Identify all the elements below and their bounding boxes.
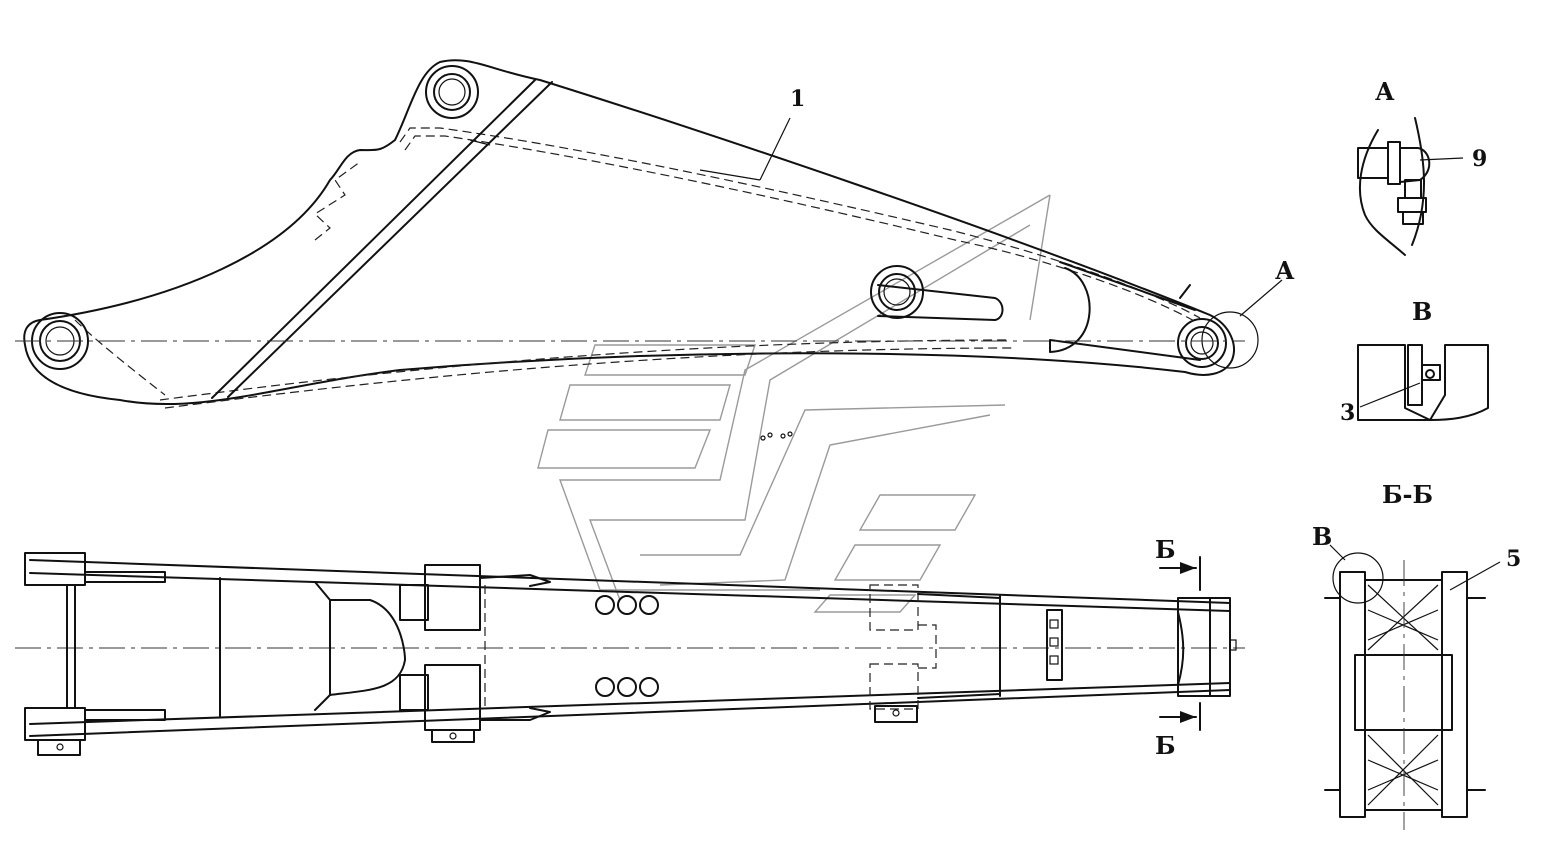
- view-a-detail: [1357, 117, 1464, 256]
- callout-a-circle: [1201, 311, 1259, 369]
- bore-mid: [870, 265, 924, 319]
- plan-top-lug-upper: [424, 564, 481, 631]
- section-mark-top: Б: [1155, 535, 1176, 564]
- part-3-label: 3: [1340, 400, 1355, 426]
- view-v-title: В: [1412, 297, 1432, 326]
- watermark-logo: [537, 194, 1051, 613]
- plan-heel-lug-top: [24, 552, 86, 586]
- part-1-label: 1: [790, 86, 805, 112]
- section-mark-bottom: Б: [1155, 731, 1176, 760]
- view-a-title: А: [1375, 77, 1395, 106]
- part-9-label: 9: [1472, 146, 1487, 172]
- callout-v-circle: [1332, 552, 1384, 604]
- boom-plan-view: [15, 552, 1245, 756]
- bore-top: [425, 65, 479, 119]
- section-bb-title: Б-Б: [1382, 480, 1433, 509]
- bore-tip: [1177, 318, 1227, 368]
- part-5-label: 5: [1506, 546, 1521, 572]
- view-a-callout-label: А: [1275, 256, 1295, 285]
- view-v-detail: [1357, 344, 1489, 421]
- view-v-callout-label: В: [1312, 522, 1332, 551]
- section-bb: [1324, 544, 1501, 830]
- boom-side-view: [15, 59, 1283, 441]
